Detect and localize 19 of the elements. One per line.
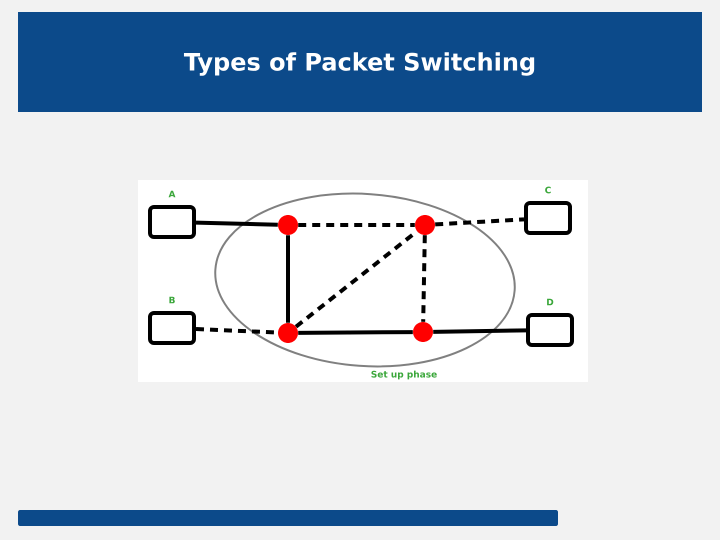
link-line (294, 230, 418, 328)
router-dot (415, 215, 435, 235)
host-label: A (168, 190, 176, 198)
link-line (196, 220, 278, 227)
cloud-outline (214, 192, 516, 368)
link-line (298, 330, 413, 335)
link-line (435, 217, 524, 226)
router-dot (413, 322, 433, 342)
link-line (298, 223, 415, 227)
link-line (286, 235, 290, 323)
link-line (433, 328, 526, 334)
host-label: B (169, 296, 175, 304)
phase-label: Set up phase (371, 370, 437, 380)
host-label: C (545, 186, 551, 194)
router-dot (278, 215, 298, 235)
host-label: D (547, 298, 554, 306)
slide-title: Types of Packet Switching (184, 52, 534, 76)
link-line (421, 235, 427, 322)
router-dot (278, 323, 298, 343)
